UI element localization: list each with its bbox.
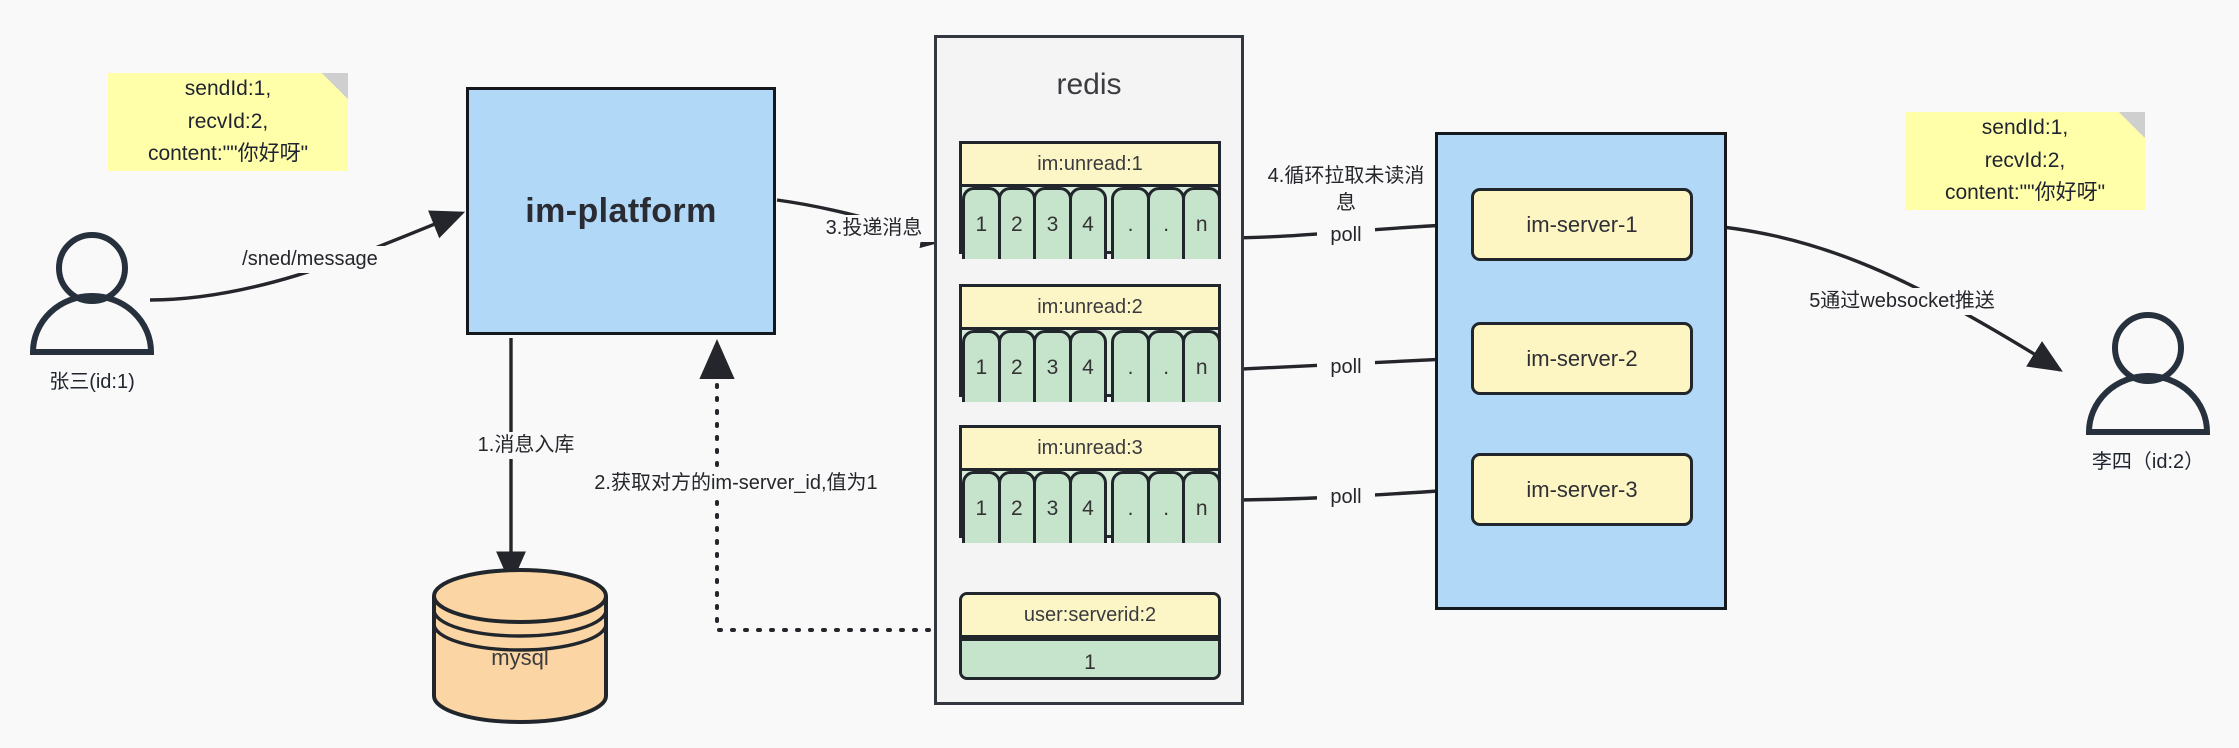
edge-label-send-message: /sned/message — [228, 246, 392, 273]
queue-cell: 3 — [1033, 471, 1072, 543]
queue-cell: n — [1182, 187, 1222, 259]
note-right-text: sendId:1, recvId:2, content:""你好呀" — [1944, 116, 2106, 205]
queue-cell: . — [1146, 330, 1186, 402]
queue-cell: . — [1111, 187, 1150, 259]
redis-key-1-name: im:unread:1 — [962, 144, 1218, 187]
queue-cell: . — [1146, 471, 1186, 543]
edge-label-poll-2: poll — [1317, 354, 1375, 381]
note-fold-icon — [2119, 112, 2145, 138]
redis-title: redis — [1056, 68, 1122, 101]
queue-cell: 2 — [997, 187, 1037, 259]
redis-key-im-unread-3[interactable]: im:unread:3 1 2 3 4 . . n — [959, 425, 1222, 543]
mysql-cylinder — [432, 568, 608, 724]
redis-serverid-key-value: 1 — [962, 638, 1218, 677]
edge-label-step5: 5通过websocket推送 — [1782, 288, 2022, 315]
redis-serverid-key-name: user:serverid:2 — [962, 595, 1218, 638]
note-left-text: sendId:1, recvId:2, content:""你好呀" — [147, 77, 309, 166]
edge-label-step2: 2.获取对方的im-server_id,值为1 — [574, 470, 898, 497]
queue-cell: 1 — [962, 471, 1001, 543]
redis-queue-3-cells: 1 2 3 4 . . n — [962, 471, 1222, 543]
queue-cell: n — [1182, 471, 1222, 543]
queue-cell: 2 — [997, 330, 1037, 402]
note-left-payload: sendId:1, recvId:2, content:""你好呀" — [108, 73, 348, 171]
actor-receiver-label: 李四（id:2） — [2091, 451, 2205, 473]
edge-label-step1: 1.消息入库 — [453, 432, 599, 459]
im-server-1-node[interactable]: im-server-1 — [1471, 188, 1693, 261]
edge-fetch-serverid — [699, 339, 944, 632]
queue-cell: 1 — [962, 330, 1001, 402]
edge-websocket-push — [1689, 222, 2063, 372]
redis-key-im-unread-1[interactable]: im:unread:1 1 2 3 4 . . n — [959, 141, 1222, 259]
queue-cell: 3 — [1033, 330, 1072, 402]
edge-label-step4: 4.循环拉取未读消 息 — [1254, 163, 1438, 217]
queue-cell: 2 — [997, 471, 1037, 543]
redis-queue-1-cells: 1 2 3 4 . . n — [962, 187, 1222, 259]
queue-cell: 3 — [1033, 187, 1072, 259]
queue-cell: 4 — [1068, 471, 1108, 543]
redis-queue-2-cells: 1 2 3 4 . . n — [962, 330, 1222, 402]
queue-cell: 4 — [1068, 330, 1108, 402]
mysql-node[interactable]: mysql — [434, 645, 606, 679]
queue-cell: 4 — [1068, 187, 1108, 259]
avatar-sender — [29, 232, 155, 355]
redis-key-user-serverid[interactable]: user:serverid:2 1 — [959, 592, 1221, 680]
actor-sender-label: 张三(id:1) — [49, 371, 135, 393]
avatar-receiver — [2085, 312, 2211, 435]
queue-cell: n — [1182, 330, 1222, 402]
edge-label-poll-1: poll — [1317, 222, 1375, 249]
edge-label-step3: 3.投递消息 — [812, 215, 936, 242]
note-right-payload: sendId:1, recvId:2, content:""你好呀" — [1905, 112, 2145, 210]
redis-key-2-name: im:unread:2 — [962, 287, 1218, 330]
edge-label-poll-3: poll — [1317, 484, 1375, 511]
im-server-3-node[interactable]: im-server-3 — [1471, 453, 1693, 526]
im-platform-box[interactable]: im-platform — [466, 87, 776, 335]
queue-cell: . — [1111, 471, 1150, 543]
mysql-label: mysql — [491, 645, 549, 670]
queue-cell: . — [1111, 330, 1150, 402]
im-server-2-node[interactable]: im-server-2 — [1471, 322, 1693, 395]
queue-cell: . — [1146, 187, 1186, 259]
redis-key-im-unread-2[interactable]: im:unread:2 1 2 3 4 . . n — [959, 284, 1222, 402]
note-fold-icon — [322, 73, 348, 99]
queue-cell: 1 — [962, 187, 1001, 259]
redis-key-3-name: im:unread:3 — [962, 428, 1218, 471]
